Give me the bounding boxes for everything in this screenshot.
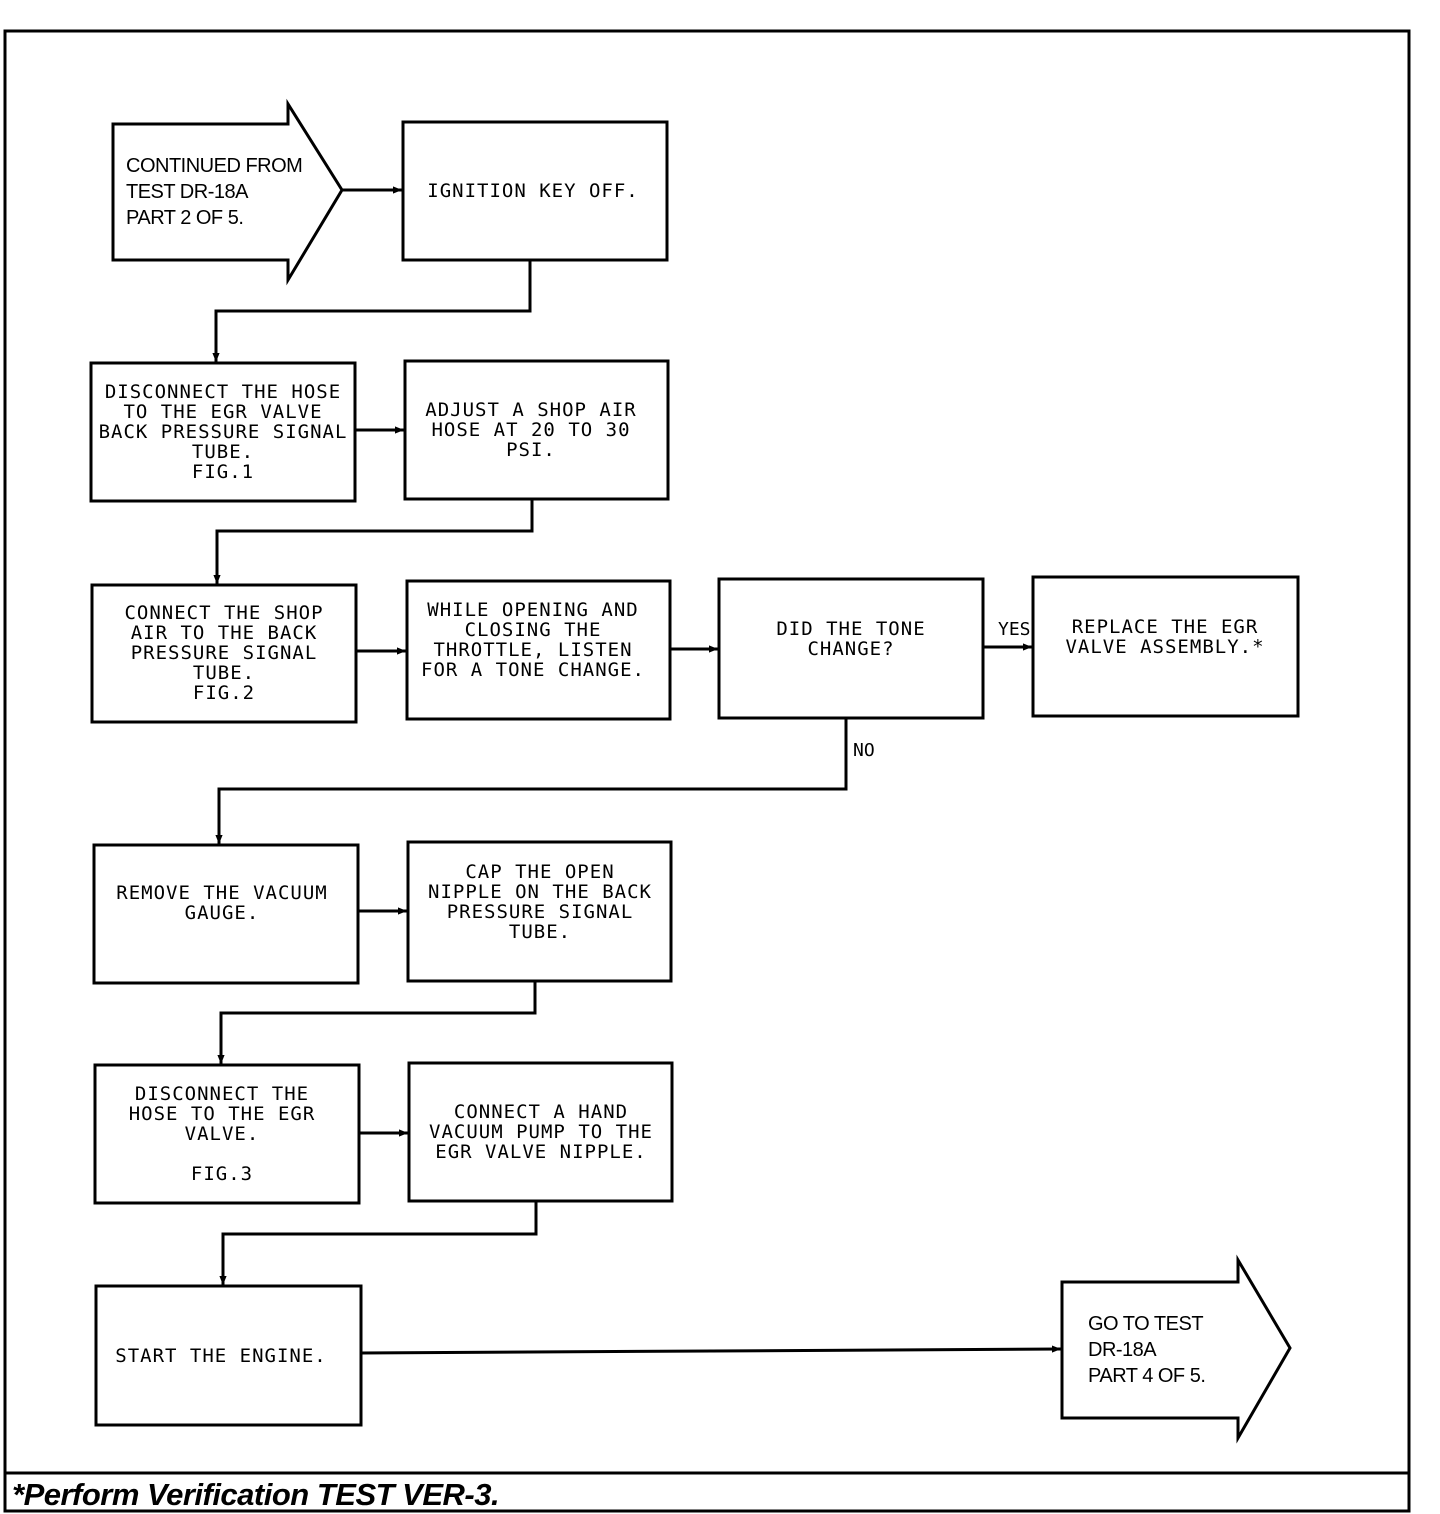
- end-connector-arrow: GO TO TEST DR-18A PART 4 OF 5.: [1060, 1254, 1292, 1444]
- footer-verification-note: *Perform Verification TEST VER-3.: [12, 1477, 499, 1512]
- text-line: GAUGE.: [185, 902, 260, 924]
- branch-label-yes: YES: [998, 619, 1031, 640]
- text-line: VALVE ASSEMBLY.*: [1065, 636, 1264, 658]
- connector-ignition-to-disconnect: [212, 260, 532, 362]
- connector-text-line: CONTINUED FROM: [126, 155, 302, 177]
- text-line: BACK PRESSURE SIGNAL: [99, 421, 348, 443]
- connector-text-line: PART 4 OF 5.: [1088, 1365, 1205, 1387]
- connector-text-line: PART 2 OF 5.: [126, 207, 243, 229]
- text-line: PRESSURE SIGNAL: [131, 642, 318, 664]
- text-line: CAP THE OPEN: [465, 861, 614, 883]
- text-line: TUBE.: [509, 921, 571, 943]
- text-line: EGR VALVE NIPPLE.: [435, 1141, 646, 1163]
- text-line: TUBE.: [192, 441, 254, 463]
- text-line: START THE ENGINE.: [115, 1345, 326, 1367]
- text-line: NIPPLE ON THE BACK: [428, 881, 652, 903]
- connector-decision-no: [215, 718, 848, 844]
- text-line: FOR A TONE CHANGE.: [421, 659, 645, 681]
- branch-label-no: NO: [853, 740, 875, 761]
- step-ignition-key-off-text: IGNITION KEY OFF.: [427, 180, 638, 202]
- end-connector-text: GO TO TEST DR-18A PART 4 OF 5.: [1088, 1313, 1205, 1387]
- text-line: HOSE TO THE EGR: [129, 1103, 316, 1125]
- text-line: WHILE OPENING AND: [427, 599, 638, 621]
- text-line: REPLACE THE EGR: [1072, 616, 1259, 638]
- text-line: DISCONNECT THE: [135, 1083, 309, 1105]
- outer-border: [3, 29, 1411, 1513]
- text-line: CONNECT THE SHOP: [124, 602, 323, 624]
- text-line: FIG.3: [191, 1163, 253, 1185]
- text-line: TUBE.: [193, 662, 255, 684]
- connector-pump-to-start-engine: [219, 1201, 538, 1285]
- text-line: VALVE.: [185, 1123, 260, 1145]
- text-line: IGNITION KEY OFF.: [427, 180, 638, 202]
- start-connector-text: CONTINUED FROM TEST DR-18A PART 2 OF 5.: [126, 155, 302, 229]
- text-line: REMOVE THE VACUUM: [116, 882, 327, 904]
- text-line: DID THE TONE: [776, 618, 925, 640]
- step-start-engine: START THE ENGINE.: [94, 1284, 363, 1427]
- text-line: FIG.1: [192, 461, 254, 483]
- connector-start-engine-to-end: [360, 1345, 1062, 1355]
- text-line: DISCONNECT THE HOSE: [105, 381, 341, 403]
- start-connector-arrow: CONTINUED FROM TEST DR-18A PART 2 OF 5.: [111, 98, 344, 286]
- text-line: ADJUST A SHOP AIR: [425, 399, 636, 421]
- step-ignition-key-off: IGNITION KEY OFF.: [401, 120, 669, 262]
- connector-text-line: DR-18A: [1088, 1339, 1157, 1361]
- text-line: CLOSING THE: [465, 619, 602, 641]
- connector-adjust-to-connect-air: [213, 499, 534, 584]
- text-line: THROTTLE, LISTEN: [433, 639, 632, 661]
- text-line: CHANGE?: [807, 638, 894, 660]
- text-line: PSI.: [506, 439, 556, 461]
- step-start-engine-text: START THE ENGINE.: [115, 1345, 326, 1367]
- connector-text-line: GO TO TEST: [1088, 1313, 1203, 1335]
- text-line: HOSE AT 20 TO 30: [431, 419, 630, 441]
- text-line: FIG.2: [193, 682, 255, 704]
- connector-cap-to-disconnect-egr: [217, 981, 537, 1064]
- connector-text-line: TEST DR-18A: [126, 181, 249, 203]
- text-line: CONNECT A HAND: [454, 1101, 628, 1123]
- text-line: VACUUM PUMP TO THE: [429, 1121, 653, 1143]
- text-line: PRESSURE SIGNAL: [447, 901, 634, 923]
- text-line: AIR TO THE BACK: [131, 622, 318, 644]
- text-line: TO THE EGR VALVE: [123, 401, 322, 423]
